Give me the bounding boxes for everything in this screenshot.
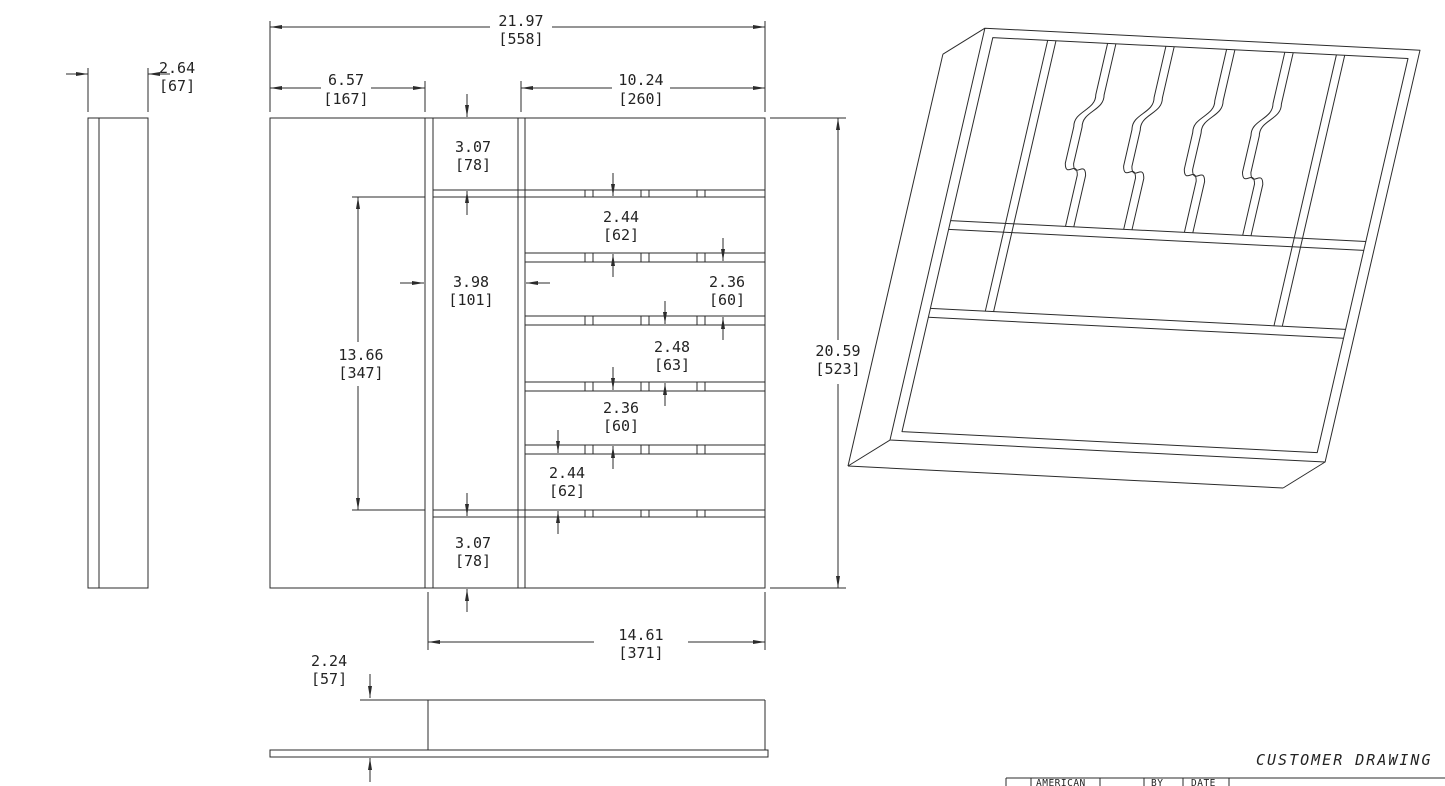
dim-overall-width: 21.97 [558] xyxy=(269,12,766,112)
drawing-title: CUSTOMER DRAWING xyxy=(1256,751,1433,769)
dim-insert-width: 14.61 [371] xyxy=(427,592,766,662)
dim-slot4-mm: [60] xyxy=(603,417,639,435)
dim-center-column: 3.98 [101] xyxy=(400,273,550,309)
dim-slot3-mm: [63] xyxy=(654,356,690,374)
dim-left-section-mm: [167] xyxy=(323,90,368,108)
dim-slot5: 2.44 [62] xyxy=(549,430,585,534)
dim-side-thickness-mm: [67] xyxy=(159,77,195,95)
dim-right-section: 10.24 [260] xyxy=(520,71,765,112)
dim-overall-width-in: 21.97 xyxy=(498,12,543,30)
dim-insert-width-mm: [371] xyxy=(618,644,663,662)
dim-overall-depth: 20.59 [523] xyxy=(770,117,861,589)
dim-overall-depth-in: 20.59 xyxy=(815,342,860,360)
side-view xyxy=(87,117,149,589)
dim-tray-height-in: 2.24 xyxy=(311,652,347,670)
dim-inner-depth: 13.66 [347] xyxy=(338,196,425,511)
dim-tray-height: 2.24 [57] xyxy=(311,652,428,782)
dim-overall-width-mm: [558] xyxy=(498,30,543,48)
plan-divider-ticks xyxy=(584,190,706,517)
dim-bottom-margin-in: 3.07 xyxy=(455,534,491,552)
title-block-by-label: BY xyxy=(1151,778,1163,786)
dim-right-section-mm: [260] xyxy=(618,90,663,108)
dim-slot4-in: 2.36 xyxy=(603,399,639,417)
dim-side-thickness-in: 2.64 xyxy=(159,59,195,77)
dim-top-margin-mm: [78] xyxy=(455,156,491,174)
title-block-company: AMERICAN xyxy=(1036,778,1086,786)
title-block: AMERICAN BY DATE xyxy=(1005,777,1445,786)
dim-side-thickness: 2.64 [67] xyxy=(66,59,195,112)
dim-bottom-margin: 3.07 [78] xyxy=(455,493,491,612)
dim-slot3: 2.48 [63] xyxy=(654,301,690,406)
dim-left-section: 6.57 [167] xyxy=(270,71,426,112)
dim-center-column-in: 3.98 xyxy=(453,273,489,291)
isometric-view xyxy=(847,27,1421,489)
dim-slot4: 2.36 [60] xyxy=(603,367,639,469)
plan-view xyxy=(269,117,766,589)
dim-slot5-mm: [62] xyxy=(549,482,585,500)
title-block-date-label: DATE xyxy=(1191,778,1216,786)
dim-center-column-mm: [101] xyxy=(448,291,493,309)
dim-top-margin: 3.07 [78] xyxy=(455,94,491,215)
dim-bottom-margin-mm: [78] xyxy=(455,552,491,570)
front-view xyxy=(269,699,769,758)
dim-inner-depth-in: 13.66 xyxy=(338,346,383,364)
dim-slot2-in: 2.36 xyxy=(709,273,745,291)
dim-right-section-in: 10.24 xyxy=(618,71,663,89)
dim-slot3-in: 2.48 xyxy=(654,338,690,356)
dim-top-margin-in: 3.07 xyxy=(455,138,491,156)
dim-slot1-in: 2.44 xyxy=(603,208,639,226)
dim-slot2-mm: [60] xyxy=(709,291,745,309)
dim-tray-height-mm: [57] xyxy=(311,670,347,688)
dim-slot1: 2.44 [62] xyxy=(603,173,639,277)
dim-overall-depth-mm: [523] xyxy=(815,360,860,378)
dim-slot1-mm: [62] xyxy=(603,226,639,244)
dim-left-section-in: 6.57 xyxy=(328,71,364,89)
dim-insert-width-in: 14.61 xyxy=(618,626,663,644)
dim-slot2: 2.36 [60] xyxy=(709,238,745,340)
dim-slot5-in: 2.44 xyxy=(549,464,585,482)
dim-inner-depth-mm: [347] xyxy=(338,364,383,382)
